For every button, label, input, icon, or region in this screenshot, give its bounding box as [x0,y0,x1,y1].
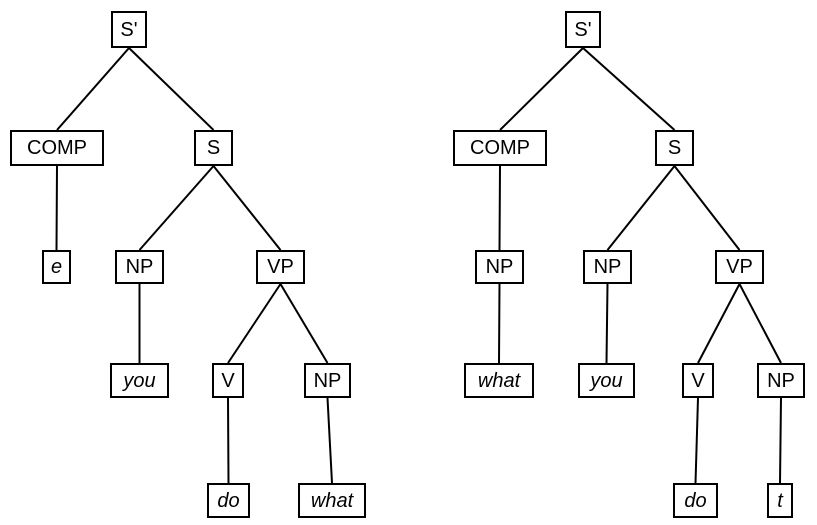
tree-node-comp: COMP [453,130,547,166]
tree-node-what: what [298,483,366,518]
tree-node-vp: VP [256,250,305,284]
tree-node-comp: COMP [10,130,104,166]
tree-node-s: S [194,130,233,166]
tree-node-you: you [578,363,635,398]
tree-node-np: NP [115,250,164,284]
tree-node-t: t [767,483,793,518]
tree-node-v: V [212,363,244,398]
tree-node-sbar: S' [111,11,147,48]
tree-node-e: e [42,250,71,284]
tree-node-you: you [110,363,169,398]
tree-node-do: do [673,483,718,518]
tree-node-sbar: S' [565,11,601,48]
tree-node-np: NP [583,250,632,284]
tree-node-np: NP [757,363,805,398]
tree-node-vp: VP [715,250,764,284]
tree-node-np: NP [304,363,351,398]
tree-node-s: S [655,130,694,166]
tree-node-np: NP [475,250,524,284]
tree-node-do: do [207,483,250,518]
tree-node-what: what [464,363,534,398]
tree-node-v: V [682,363,714,398]
